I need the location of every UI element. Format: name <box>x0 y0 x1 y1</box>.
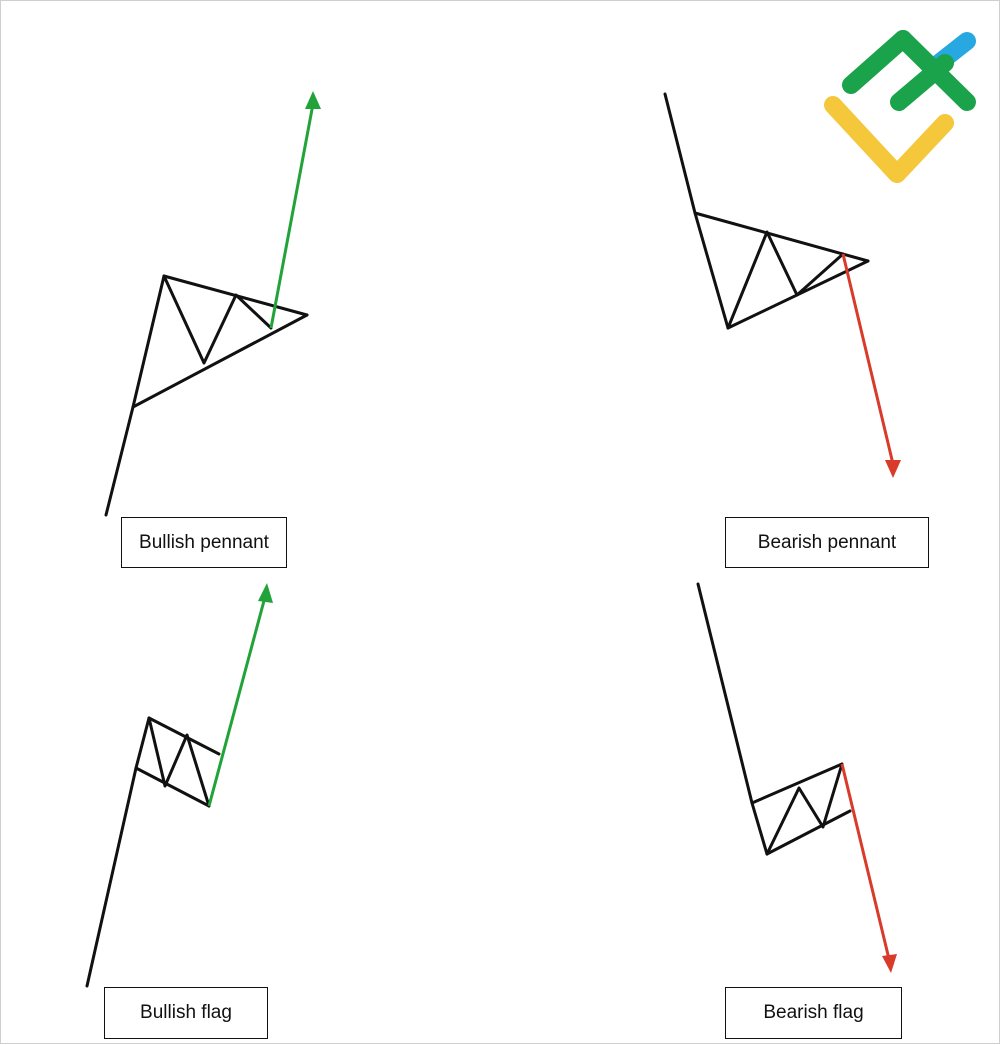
bullish-flag-label-text: Bullish flag <box>140 1002 232 1023</box>
bearish-flag-label-text: Bearish flag <box>763 1002 864 1023</box>
arrow-down-icon <box>840 763 897 973</box>
bullish-flag-label: Bullish flag <box>104 987 268 1039</box>
bullish-pennant-figure <box>104 274 309 517</box>
bullish-pennant-label-text: Bullish pennant <box>139 531 269 553</box>
bullish-flag-zigzag <box>147 716 211 808</box>
bearish-pennant-upper-trend <box>693 211 870 263</box>
bearish-flag-upper-edge <box>750 762 844 805</box>
bullish-flag-lower-edge <box>134 766 211 808</box>
bullish-flag-pole <box>85 716 151 988</box>
brand-logo-icon <box>824 30 976 183</box>
bearish-flag-zigzag <box>765 762 844 856</box>
bearish-flag-lower-edge <box>765 809 852 856</box>
bearish-pennant-figure <box>663 92 870 330</box>
bearish-flag-label: Bearish flag <box>725 987 902 1039</box>
bullish-flag-figure <box>85 716 221 988</box>
bullish-pennant-zigzag <box>162 274 273 365</box>
bullish-pennant-lower-trend <box>131 313 309 409</box>
bullish-flag-upper-edge <box>147 716 221 756</box>
bearish-pennant-pole <box>663 92 730 330</box>
bearish-pennant-label-text: Bearish pennant <box>757 531 897 553</box>
bullish-pennant-label: Bullish pennant <box>121 517 287 568</box>
arrow-down-icon <box>841 253 901 478</box>
arrow-up-icon <box>207 583 273 807</box>
arrow-up-icon <box>269 91 321 329</box>
bearish-flag-figure <box>696 582 852 856</box>
bearish-flag-pole <box>696 582 769 856</box>
bearish-pennant-zigzag <box>726 230 845 330</box>
bearish-pennant-label: Bearish pennant <box>725 517 929 568</box>
